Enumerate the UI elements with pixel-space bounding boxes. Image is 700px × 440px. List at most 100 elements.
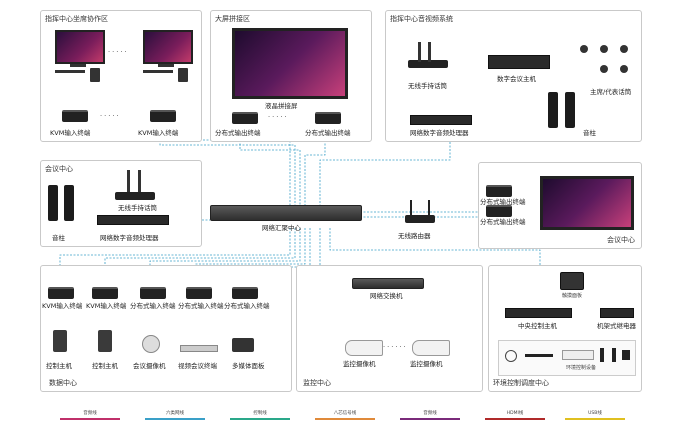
label-dist-out-r1: 分布式输出终端 <box>480 198 526 206</box>
mic-mid-1 <box>127 170 130 192</box>
legend-item-7-swatch <box>565 418 625 420</box>
speaker-mid-1 <box>48 185 58 221</box>
media-panel-device <box>232 338 254 352</box>
chair-mic-1 <box>580 45 588 53</box>
dc-kvm2-device <box>92 287 118 299</box>
cam-dots: · · · · · · <box>383 343 406 351</box>
cam1-device <box>345 340 383 356</box>
region-data: 数据中心 <box>40 265 292 392</box>
monitor-2 <box>143 30 193 64</box>
legend-item-4: 八芯信号线 <box>315 410 375 420</box>
lamp-1-device <box>600 348 604 362</box>
net-audio-device-top <box>410 115 472 125</box>
region-monitor-title: 监控中心 <box>303 379 331 387</box>
mic-mid-2 <box>138 170 141 192</box>
region-meeting-right-title: 会议中心 <box>607 236 635 244</box>
dc-dist-in1-device <box>140 287 166 299</box>
label-chair-mic: 主席/代表话筒 <box>590 88 632 96</box>
label-kvm-in-1: KVM输入终端 <box>50 129 91 137</box>
label-digital-host: 数字会议主机 <box>497 75 536 83</box>
label-dc-dist-in3: 分布式输入终端 <box>224 302 270 310</box>
chair-mic-3 <box>620 45 628 53</box>
lamp-2-device <box>612 348 616 362</box>
dist-out-device-1 <box>232 112 258 124</box>
legend-item-2-label: 六类网线 <box>166 411 184 416</box>
wireless-receiver-mid <box>115 192 155 200</box>
label-cam1: 监控摄像机 <box>343 360 376 368</box>
keyboard-1 <box>55 70 85 73</box>
wire-audio-core <box>319 128 451 205</box>
label-dc-kvm1: KVM输入终端 <box>42 302 83 310</box>
rack-relay-device <box>600 308 634 318</box>
mic-stick-1 <box>418 42 421 62</box>
seating-dots-2: · · · · · <box>100 112 119 120</box>
legend-item-1-swatch <box>60 418 120 420</box>
label-rack-relay: 机架式继电器 <box>597 322 636 330</box>
wifi-router-device <box>405 215 435 223</box>
legend-item-7-label: USB线 <box>588 411 602 416</box>
region-env-title: 环境控制调度中心 <box>493 379 549 387</box>
dist-out-r2-device <box>486 205 512 217</box>
pc-2 <box>178 68 188 82</box>
meeting-right-screen <box>540 176 634 230</box>
legend-item-5-label: 音频线 <box>423 411 437 416</box>
spotlight-device <box>622 350 630 360</box>
dist-out-r1-device <box>486 185 512 197</box>
region-audio-title: 指挥中心音视频系统 <box>390 15 453 23</box>
legend-item-5: 音频线 <box>400 410 460 420</box>
label-core-switch: 网络汇聚中心 <box>262 224 301 232</box>
legend-item-2-swatch <box>145 418 205 420</box>
legend-item-1-label: 音频线 <box>83 411 97 416</box>
wireless-receiver <box>408 60 448 68</box>
legend-item-2: 六类网线 <box>145 410 205 420</box>
label-speaker-mid: 音柱 <box>52 234 65 242</box>
wifi-antenna-2 <box>428 200 430 215</box>
chair-mic-2 <box>600 45 608 53</box>
label-wifi-router: 无线路由器 <box>398 232 431 240</box>
label-media-panel: 多媒体面板 <box>232 362 265 370</box>
legend-item-4-label: 八芯信号线 <box>333 411 357 416</box>
kvm-device-2 <box>150 110 176 122</box>
wire-core-dc1 <box>59 228 291 285</box>
label-net-audio-top: 网络数字音频处理器 <box>410 129 469 137</box>
central-ctrl-device <box>505 308 572 318</box>
video-conf-device <box>180 345 218 352</box>
label-speaker-top: 音柱 <box>583 129 596 137</box>
label-dc-dist-in2: 分布式输入终端 <box>178 302 224 310</box>
legend-item-3-label: 控制线 <box>253 411 267 416</box>
seating-dots: · · · · · <box>108 48 127 56</box>
label-ctrl-host2: 控制主机 <box>92 362 118 370</box>
region-seating-title: 指挥中心坐席协作区 <box>45 15 108 23</box>
dist-out-device-2 <box>315 112 341 124</box>
core-switch-device <box>210 205 362 221</box>
kvm-device-1 <box>62 110 88 122</box>
label-dist-out-1: 分布式输出终端 <box>215 129 261 137</box>
net-switch-device <box>352 278 424 289</box>
wire-core-distr1 <box>360 192 481 213</box>
label-central-ctrl: 中央控制主机 <box>518 322 557 330</box>
region-meeting-left-title: 会议中心 <box>45 165 73 173</box>
ctrl-host1-device <box>53 330 67 352</box>
digital-host-device <box>488 55 550 69</box>
label-dc-dist-in1: 分布式输入终端 <box>130 302 176 310</box>
label-dc-kvm2: KVM输入终端 <box>86 302 127 310</box>
dc-dist-in3-device <box>232 287 258 299</box>
wire-kvm2-core <box>159 126 296 205</box>
ctrl-host2-device <box>98 330 112 352</box>
legend-item-1: 音频线 <box>60 410 120 420</box>
speaker-top-2 <box>565 92 575 128</box>
lcd-splice-screen <box>232 28 348 99</box>
legend-item-5-swatch <box>400 418 460 420</box>
monitor-1 <box>55 30 105 64</box>
legend-item-6-label: HDMI线 <box>506 411 524 416</box>
label-lcd-splice: 液晶拼接屏 <box>265 102 298 110</box>
label-touch-panel: 触摸面板 <box>562 293 583 299</box>
chair-mic-5 <box>620 65 628 73</box>
label-dist-out-r2: 分布式输出终端 <box>480 218 526 226</box>
label-net-audio-mid: 网络数字音频处理器 <box>100 234 159 242</box>
legend-item-7: USB线 <box>565 410 625 420</box>
dc-kvm1-device <box>48 287 74 299</box>
keyboard-2 <box>143 70 173 73</box>
cam2-device <box>412 340 450 356</box>
legend-item-6-swatch <box>485 418 545 420</box>
